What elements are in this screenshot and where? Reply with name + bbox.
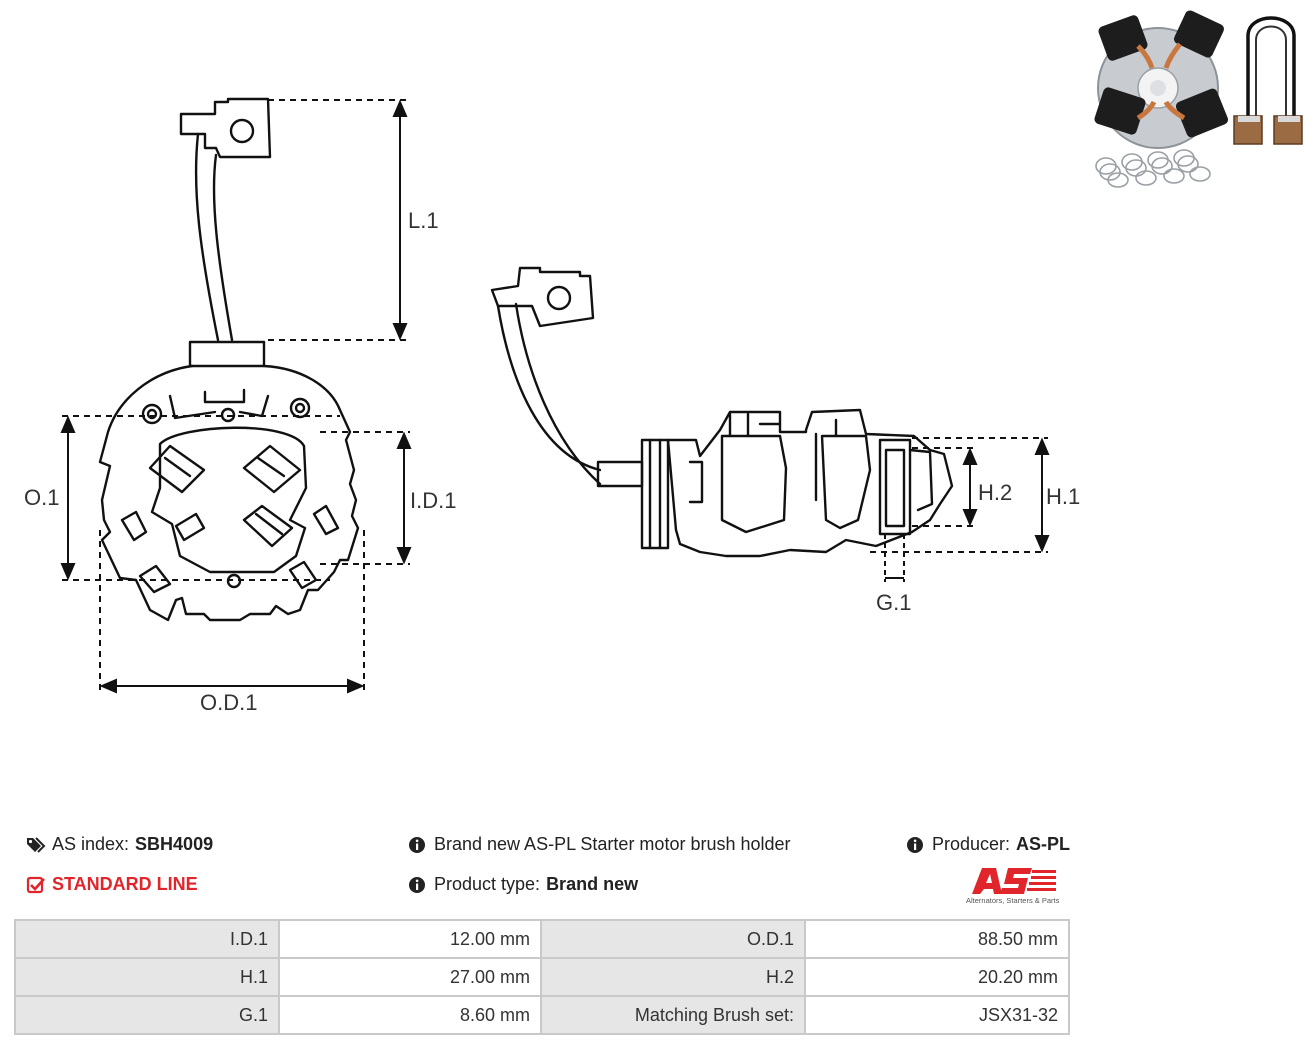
spec-value: 20.20 mm — [804, 957, 1070, 997]
tags-icon — [26, 836, 48, 854]
spec-value: 88.50 mm — [804, 919, 1070, 959]
spec-key: O.D.1 — [540, 919, 806, 959]
spec-value: 8.60 mm — [278, 995, 542, 1035]
standard-line-label: STANDARD LINE — [52, 874, 198, 894]
product-type-value: Brand new — [546, 874, 639, 894]
standard-line-row: STANDARD LINE — [26, 874, 198, 895]
as-index-row: AS index: SBH4009 — [26, 834, 213, 855]
dim-label-o1: O.1 — [24, 485, 59, 510]
info-circle-icon — [906, 836, 928, 854]
info-circle-icon — [408, 836, 430, 854]
spec-key: H.2 — [540, 957, 806, 997]
logo-tagline: Alternators, Starters & Parts — [966, 896, 1060, 905]
spec-key: H.1 — [14, 957, 280, 997]
table-row: H.1 27.00 mm H.2 20.20 mm — [14, 957, 1070, 997]
dim-label-od1: O.D.1 — [200, 690, 257, 715]
as-pl-logo: Alternators, Starters & Parts — [960, 864, 1070, 908]
producer-value: AS-PL — [1016, 834, 1071, 854]
spec-key: G.1 — [14, 995, 280, 1035]
description-row: Brand new AS-PL Starter motor brush hold… — [408, 834, 791, 855]
product-type-label: Product type: — [434, 874, 541, 894]
specs-table: I.D.1 12.00 mm O.D.1 88.50 mm H.1 27.00 … — [14, 919, 1070, 1035]
product-type-row: Product type: Brand new — [408, 874, 638, 895]
side-view — [490, 266, 954, 558]
info-circle-icon — [408, 876, 430, 894]
spec-key: I.D.1 — [14, 919, 280, 959]
dim-label-l1: L.1 — [408, 208, 439, 233]
as-index-label: AS index: — [52, 834, 130, 854]
table-row: I.D.1 12.00 mm O.D.1 88.50 mm — [14, 919, 1070, 959]
spec-value: 12.00 mm — [278, 919, 542, 959]
as-index-value: SBH4009 — [135, 834, 214, 854]
product-photo — [1094, 10, 1303, 188]
producer-label: Producer: — [932, 834, 1011, 854]
front-view — [98, 97, 360, 622]
dim-label-h2: H.2 — [978, 480, 1012, 505]
description-text: Brand new AS-PL Starter motor brush hold… — [434, 834, 791, 854]
dim-label-h1: H.1 — [1046, 484, 1080, 509]
spec-value: JSX31-32 — [804, 995, 1070, 1035]
dim-label-id1: I.D.1 — [410, 488, 456, 513]
dim-label-g1: G.1 — [876, 590, 911, 615]
producer-row: Producer: AS-PL — [906, 834, 1070, 855]
spec-key: Matching Brush set: — [540, 995, 806, 1035]
spec-value: 27.00 mm — [278, 957, 542, 997]
check-square-icon — [26, 876, 48, 894]
technical-drawing: L.1 O.1 I.D.1 O.D.1 H.2 H.1 G.1 — [24, 97, 1080, 715]
dimension-lines — [60, 99, 1050, 694]
table-row: G.1 8.60 mm Matching Brush set: JSX31-32 — [14, 995, 1070, 1035]
